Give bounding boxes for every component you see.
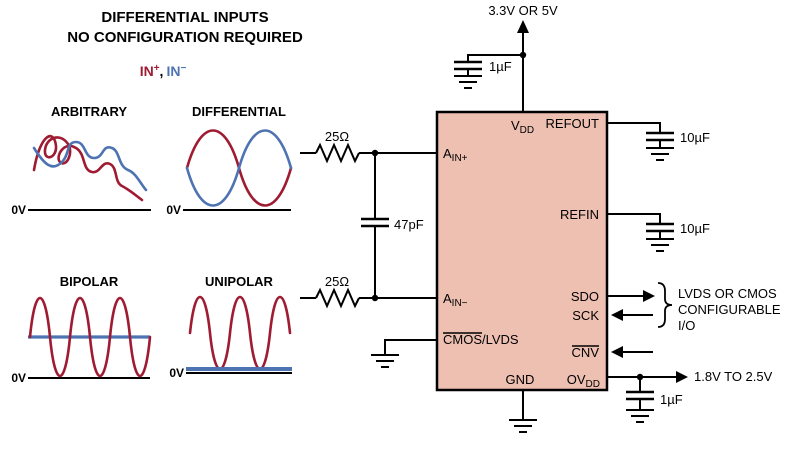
pin-ain-plus-base: A (443, 146, 452, 161)
ovdd-arrow-right-icon (676, 371, 688, 383)
supply-arrow-up-icon (517, 20, 529, 33)
resistor-25ohm-top (315, 142, 360, 164)
pin-refout: REFOUT (546, 116, 600, 131)
bipolar-inplus-wave (28, 297, 152, 377)
panel-title-unipolar: UNIPOLAR (205, 274, 274, 289)
capacitor-ovdd-1uf (626, 390, 654, 401)
in-plus-sup: + (154, 63, 160, 74)
io-note-line2: CONFIGURABLE (678, 302, 781, 317)
pin-ain-plus-sub: IN+ (452, 153, 468, 164)
refout-cap-value: 10µF (680, 130, 710, 145)
ground-symbol-vdd (454, 75, 482, 89)
arbitrary-inplus-wave (32, 134, 144, 202)
ground-symbol-gnd (509, 419, 537, 433)
supply-voltage-label: 3.3V OR 5V (488, 3, 558, 18)
differential-inminus-wave (185, 129, 293, 207)
panel-title-arbitrary: ARBITRARY (51, 104, 127, 119)
pin-ain-minus-sub: IN− (452, 298, 468, 309)
adc-ic-body (435, 110, 609, 392)
pin-lvds-part: /LVDS (482, 332, 519, 347)
unipolar-inplus-wave (188, 295, 292, 371)
vdd-cap-value: 1µF (489, 59, 512, 74)
io-note-line3: I/O (678, 318, 695, 333)
ovdd-cap-value: 1µF (660, 392, 683, 407)
panel-title-differential: DIFFERENTIAL (192, 104, 286, 119)
cmos-lvds-wire (384, 339, 437, 355)
sdo-arrow-right-icon (643, 290, 655, 302)
in-minus-sup: − (180, 63, 186, 74)
legend-separator: , (160, 63, 164, 79)
refout-wires (607, 122, 661, 148)
pin-cmos-lvds: CMOS/LVDS (443, 332, 519, 347)
pin-cmos-part: CMOS (443, 332, 482, 347)
pin-vdd: VDD (511, 118, 534, 136)
ovdd-range-label: 1.8V TO 2.5V (694, 369, 773, 384)
waveform-panel-arbitrary: ARBITRARY 0V (11, 104, 151, 217)
pin-sck: SCK (572, 308, 599, 323)
capacitor-refout-10uf (646, 131, 674, 142)
resistor-bottom-value: 25Ω (325, 274, 349, 289)
capacitor-47pf (361, 217, 389, 228)
waveform-panel-bipolar: BIPOLAR 0V (11, 274, 152, 385)
input-pins-legend: IN+,IN− (140, 63, 187, 79)
capacitor-refin-10uf (646, 222, 674, 233)
waveform-panel-differential: DIFFERENTIAL 0V (166, 104, 293, 217)
pin-ain-minus-base: A (443, 291, 452, 306)
arbitrary-inminus-wave (32, 140, 148, 192)
refin-cap-value: 10µF (680, 221, 710, 236)
pin-cnv: CNV (572, 345, 600, 360)
unipolar-zero-label: 0V (169, 366, 184, 380)
resistor-25ohm-bottom (315, 287, 360, 309)
figure-title-line2: NO CONFIGURATION REQUIRED (67, 29, 303, 46)
figure-title-line1: DIFFERENTIAL INPUTS (101, 9, 268, 26)
pin-sdo: SDO (571, 289, 599, 304)
ground-symbol-refout (646, 147, 674, 161)
panel-title-bipolar: BIPOLAR (60, 274, 119, 289)
differential-zero-label: 0V (166, 203, 181, 217)
bipolar-zero-label: 0V (11, 371, 26, 385)
in-minus-label: IN (166, 63, 180, 79)
pin-refin: REFIN (560, 207, 599, 222)
pin-ain-plus: AIN+ (443, 146, 468, 164)
junction-dot-ovdd (636, 373, 644, 381)
waveform-panel-unipolar: UNIPOLAR 0V (169, 274, 292, 380)
pin-ovdd-base: OV (567, 372, 586, 387)
io-brace-icon (657, 282, 673, 328)
pin-vdd-base: V (511, 118, 520, 133)
ground-symbol-cmos-lvds (371, 354, 399, 368)
pin-ovdd: OVDD (567, 372, 600, 390)
junction-dot-vdd (519, 51, 527, 59)
junction-dot-bottom-input (371, 294, 379, 302)
capacitor-vdd-1uf (454, 60, 482, 71)
pin-ain-minus: AIN− (443, 291, 468, 309)
filter-cap-value: 47pF (394, 217, 424, 232)
ground-symbol-refin (646, 238, 674, 252)
arbitrary-zero-label: 0V (11, 203, 26, 217)
cnv-arrow-left-icon (611, 346, 623, 358)
ground-symbol-ovdd (626, 409, 654, 423)
resistor-top-value: 25Ω (325, 129, 349, 144)
sck-arrow-left-icon (611, 309, 623, 321)
in-plus-label: IN (140, 63, 154, 79)
analog-input-wires (300, 152, 437, 299)
pin-gnd: GND (506, 372, 535, 387)
junction-dot-top-input (371, 149, 379, 157)
io-note-line1: LVDS OR CMOS (678, 286, 777, 301)
pin-vdd-sub: DD (520, 125, 534, 136)
pin-ovdd-sub: DD (586, 379, 600, 390)
refin-wires (607, 213, 661, 239)
